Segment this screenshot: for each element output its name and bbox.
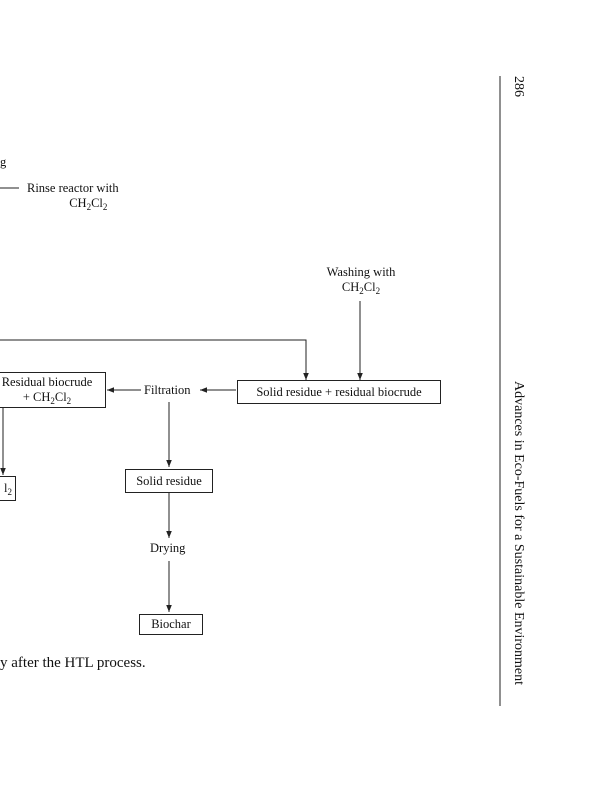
residual-biocrude-box: Residual biocrude + CH2Cl2 xyxy=(0,372,106,408)
solid-residue-biocrude-box: Solid residue + residual biocrude xyxy=(237,380,441,404)
running-head: Advances in Eco-Fuels for a Sustainable … xyxy=(511,381,526,686)
left-fragment-box: l2 xyxy=(0,476,16,501)
top-return-line-arrow xyxy=(0,339,309,380)
filtration-label: Filtration xyxy=(144,383,191,397)
rinse-reactor-line1: Rinse reactor with xyxy=(27,181,119,195)
drying-label: Drying xyxy=(150,541,186,555)
washing-label: Washing with CH2Cl2 xyxy=(322,265,400,296)
residual-biocrude-line1: Residual biocrude xyxy=(1,375,93,389)
page-number: 286 xyxy=(511,76,526,97)
washing-line1: Washing with xyxy=(326,265,396,279)
top-fragment-text: g xyxy=(0,155,7,169)
figure-caption-fragment: y after the HTL process. xyxy=(0,655,146,671)
washing-chem: CH2Cl2 xyxy=(341,280,381,296)
rinse-reactor-label: Rinse reactor with CH2Cl2 xyxy=(27,181,119,212)
biochar-box: Biochar xyxy=(139,614,203,635)
residual-biocrude-line2: + CH2Cl2 xyxy=(22,390,72,406)
rinse-reactor-chem: CH2Cl2 xyxy=(69,196,108,212)
solid-residue-box: Solid residue xyxy=(125,469,213,493)
